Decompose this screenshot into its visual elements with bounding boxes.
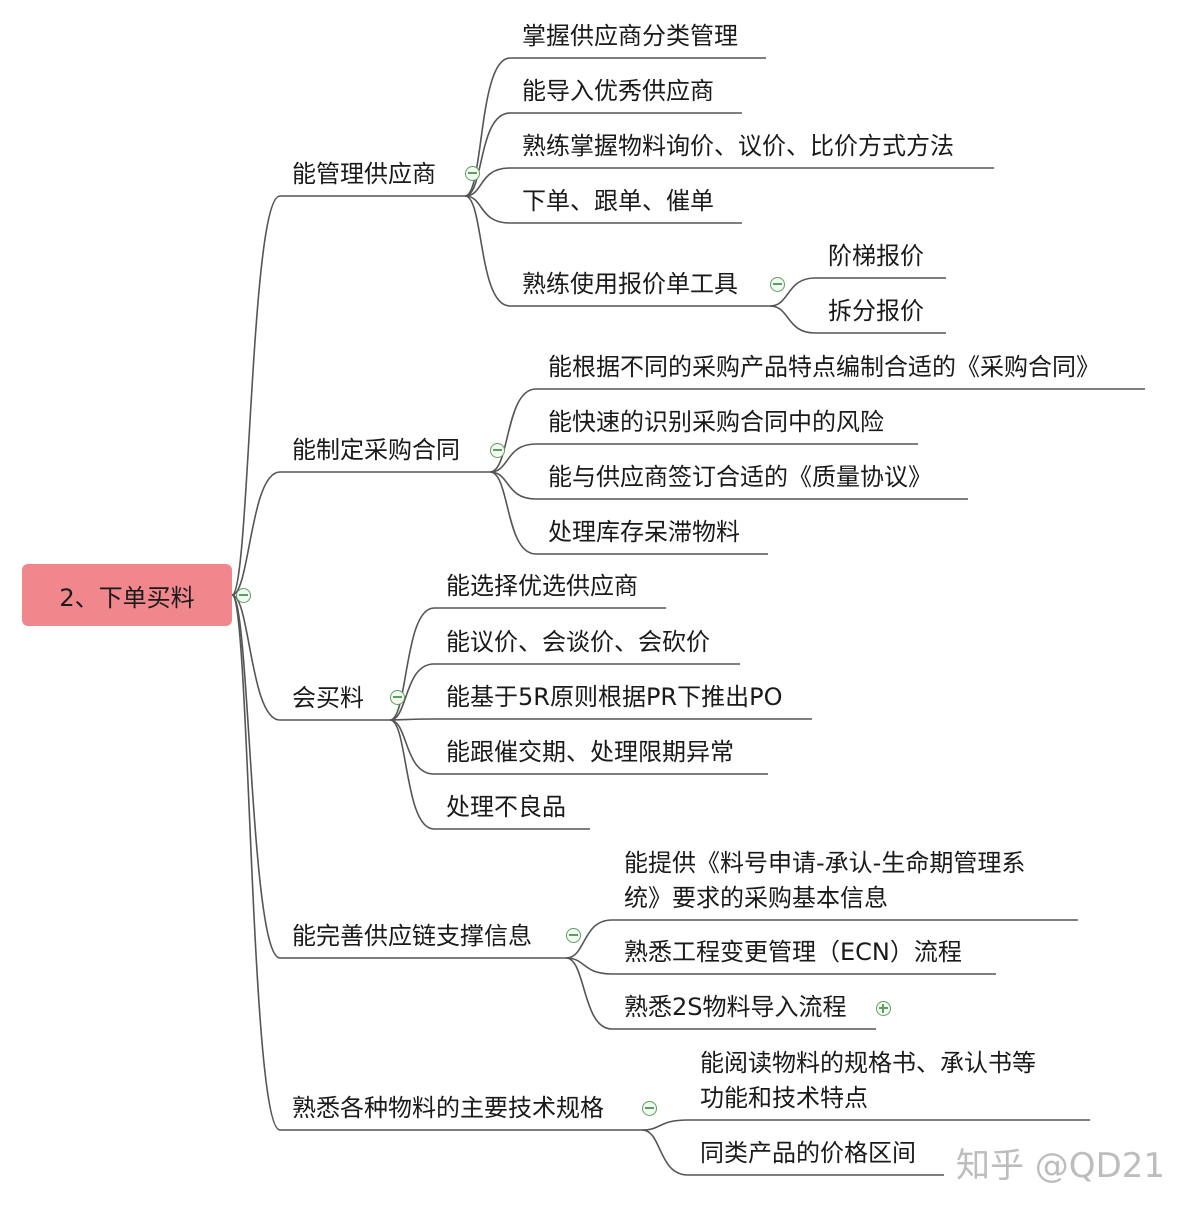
- collapse-icon[interactable]: [465, 166, 480, 181]
- leaf-node[interactable]: 熟悉2S物料导入流程: [624, 993, 847, 1021]
- leaf-node[interactable]: 处理不良品: [446, 793, 566, 821]
- leaf-node[interactable]: 能议价、会谈价、会砍价: [446, 628, 710, 656]
- collapse-icon[interactable]: [566, 928, 581, 943]
- root-label: 2、下单买料: [59, 583, 195, 612]
- leaf-node[interactable]: 能选择优选供应商: [446, 572, 638, 600]
- branch-node-manage-suppliers[interactable]: 能管理供应商: [292, 160, 436, 188]
- subbranch-node[interactable]: 熟练使用报价单工具: [522, 270, 738, 298]
- collapse-icon[interactable]: [490, 443, 505, 458]
- branch-node-buying[interactable]: 会买料: [292, 684, 364, 712]
- collapse-icon[interactable]: [390, 690, 405, 705]
- collapse-icon[interactable]: [770, 277, 785, 292]
- leaf-node[interactable]: 熟悉工程变更管理（ECN）流程: [624, 938, 962, 966]
- branch-node-supply-chain-info[interactable]: 能完善供应链支撑信息: [292, 922, 532, 950]
- leaf-node[interactable]: 同类产品的价格区间: [700, 1139, 916, 1167]
- leaf-node-line1[interactable]: 能阅读物料的规格书、承认书等: [700, 1049, 1036, 1077]
- leaf-node[interactable]: 能根据不同的采购产品特点编制合适的《采购合同》: [548, 353, 1100, 381]
- collapse-icon[interactable]: [236, 588, 251, 603]
- leaf-node[interactable]: 处理库存呆滞物料: [548, 518, 740, 546]
- leaf-node[interactable]: 能基于5R原则根据PR下推出PO: [446, 683, 783, 711]
- leaf-node[interactable]: 阶梯报价: [828, 242, 924, 270]
- leaf-node-line1[interactable]: 能提供《料号申请-承认-生命期管理系: [624, 849, 1026, 877]
- leaf-node[interactable]: 下单、跟单、催单: [522, 187, 714, 215]
- watermark: 知乎 @QD21: [956, 1146, 1166, 1186]
- leaf-node[interactable]: 能与供应商签订合适的《质量协议》: [548, 463, 932, 491]
- branch-node-contracts[interactable]: 能制定采购合同: [292, 436, 460, 464]
- root-node[interactable]: 2、下单买料: [22, 564, 232, 626]
- leaf-node-line2[interactable]: 功能和技术特点: [700, 1084, 868, 1112]
- leaf-node-line2[interactable]: 统》要求的采购基本信息: [624, 884, 888, 912]
- leaf-node[interactable]: 能快速的识别采购合同中的风险: [548, 408, 884, 436]
- leaf-node[interactable]: 熟练掌握物料询价、议价、比价方式方法: [522, 132, 954, 160]
- branch-node-tech-specs[interactable]: 熟悉各种物料的主要技术规格: [292, 1094, 604, 1122]
- expand-icon[interactable]: [876, 1001, 891, 1016]
- leaf-node[interactable]: 掌握供应商分类管理: [522, 22, 738, 50]
- collapse-icon[interactable]: [642, 1101, 657, 1116]
- leaf-node[interactable]: 能导入优秀供应商: [522, 77, 714, 105]
- leaf-node[interactable]: 能跟催交期、处理限期异常: [446, 738, 734, 766]
- leaf-node[interactable]: 拆分报价: [828, 297, 924, 325]
